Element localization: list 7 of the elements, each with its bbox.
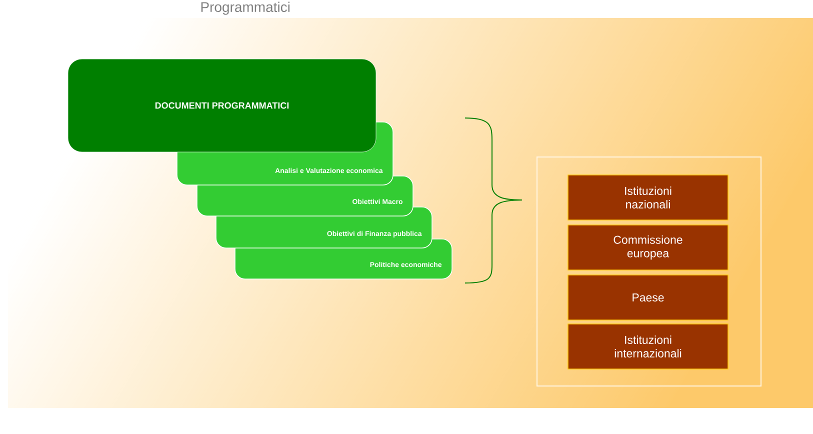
institution-box: Commissione europea [568,224,728,270]
title-box: DOCUMENTI PROGRAMMATICI [68,58,376,152]
institution-box: Istituzioni nazionali [568,174,728,220]
institution-box: Paese [568,274,728,320]
heading-text: Programmatici [201,2,290,15]
group-frame [536,156,762,386]
institution-box: Istituzioni internazionali [568,324,728,370]
